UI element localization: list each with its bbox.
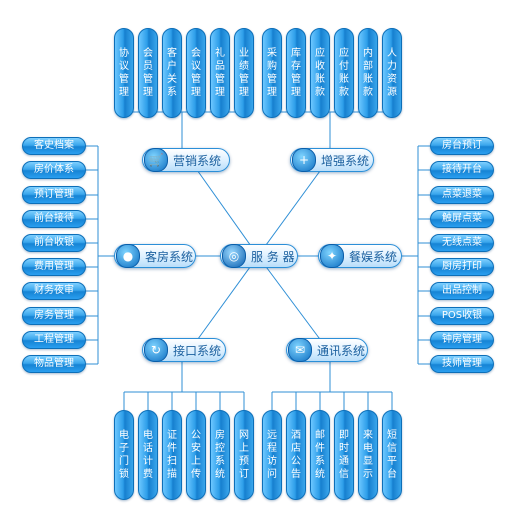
person-icon: ●	[116, 244, 140, 268]
server-label: 服 务 器	[251, 249, 295, 264]
module-left-4[interactable]: 前台接待	[22, 210, 86, 228]
enhance-system-label: 增强系统	[321, 153, 370, 168]
module-top-left-6[interactable]: 业绩管理	[234, 28, 254, 118]
module-right-5[interactable]: 无线点菜	[430, 234, 494, 252]
refresh-icon: ↻	[144, 338, 168, 362]
module-right-1[interactable]: 房台预订	[430, 137, 494, 155]
module-right-6[interactable]: 厨房打印	[430, 258, 494, 276]
module-top-right-2[interactable]: 库存管理	[286, 28, 306, 118]
module-left-5[interactable]: 前台收银	[22, 234, 86, 252]
module-right-10[interactable]: 技师管理	[430, 355, 494, 373]
communication-system-label: 通讯系统	[317, 343, 366, 358]
module-right-9[interactable]: 钟房管理	[430, 331, 494, 349]
module-bottom-right-1[interactable]: 远程访问	[262, 410, 282, 500]
module-left-10[interactable]: 物品管理	[22, 355, 86, 373]
module-top-left-5[interactable]: 礼品管理	[210, 28, 230, 118]
module-bottom-right-2[interactable]: 酒店公告	[286, 410, 306, 500]
module-top-left-2[interactable]: 会员管理	[138, 28, 158, 118]
interface-system-label: 接口系统	[173, 343, 222, 358]
module-bottom-left-3[interactable]: 证件扫描	[162, 410, 182, 500]
module-top-right-5[interactable]: 内部账款	[358, 28, 378, 118]
module-top-right-4[interactable]: 应付账款	[334, 28, 354, 118]
enhance-system[interactable]: + 增强系统	[290, 148, 374, 172]
guest-room-system-label: 客房系统	[145, 249, 194, 264]
module-bottom-left-2[interactable]: 电话计费	[138, 410, 158, 500]
module-left-8[interactable]: 房务管理	[22, 307, 86, 325]
communication-system[interactable]: ✉ 通讯系统	[286, 338, 368, 362]
module-left-2[interactable]: 房价体系	[22, 161, 86, 179]
module-bottom-left-1[interactable]: 电子门锁	[114, 410, 134, 500]
module-bottom-left-4[interactable]: 公安上传	[186, 410, 206, 500]
module-top-left-4[interactable]: 会议管理	[186, 28, 206, 118]
marketing-system[interactable]: 🛒 营销系统	[142, 148, 230, 172]
module-top-right-1[interactable]: 采购管理	[262, 28, 282, 118]
module-left-1[interactable]: 客史档案	[22, 137, 86, 155]
module-left-6[interactable]: 费用管理	[22, 258, 86, 276]
module-right-2[interactable]: 接待开台	[430, 161, 494, 179]
module-bottom-left-6[interactable]: 网上预订	[234, 410, 254, 500]
module-right-3[interactable]: 点菜退菜	[430, 186, 494, 204]
module-top-right-6[interactable]: 人力资源	[382, 28, 402, 118]
mail-icon: ✉	[288, 338, 312, 362]
module-top-left-1[interactable]: 协议管理	[114, 28, 134, 118]
module-bottom-right-4[interactable]: 即时通信	[334, 410, 354, 500]
marketing-system-label: 营销系统	[173, 153, 222, 168]
catering-system-label: 餐娱系统	[349, 249, 398, 264]
interface-system[interactable]: ↻ 接口系统	[142, 338, 226, 362]
module-top-left-3[interactable]: 客户关系	[162, 28, 182, 118]
module-bottom-left-5[interactable]: 房控系统	[210, 410, 230, 500]
module-left-9[interactable]: 工程管理	[22, 331, 86, 349]
guest-room-system[interactable]: ● 客房系统	[114, 244, 196, 268]
module-right-8[interactable]: POS收银	[430, 307, 494, 325]
plus-icon: +	[292, 148, 316, 172]
module-left-7[interactable]: 财务夜审	[22, 282, 86, 300]
module-bottom-right-5[interactable]: 来电显示	[358, 410, 378, 500]
module-bottom-right-3[interactable]: 邮件系统	[310, 410, 330, 500]
module-bottom-right-6[interactable]: 短信平台	[382, 410, 402, 500]
server-node[interactable]: ◎ 服 务 器	[220, 244, 298, 268]
stars-icon: ✦	[320, 244, 344, 268]
module-left-3[interactable]: 预订管理	[22, 186, 86, 204]
module-right-7[interactable]: 出品控制	[430, 282, 494, 300]
module-top-right-3[interactable]: 应收账款	[310, 28, 330, 118]
module-right-4[interactable]: 触屏点菜	[430, 210, 494, 228]
cart-icon: 🛒	[144, 148, 168, 172]
catering-system[interactable]: ✦ 餐娱系统	[318, 244, 402, 268]
globe-icon: ◎	[222, 244, 246, 268]
